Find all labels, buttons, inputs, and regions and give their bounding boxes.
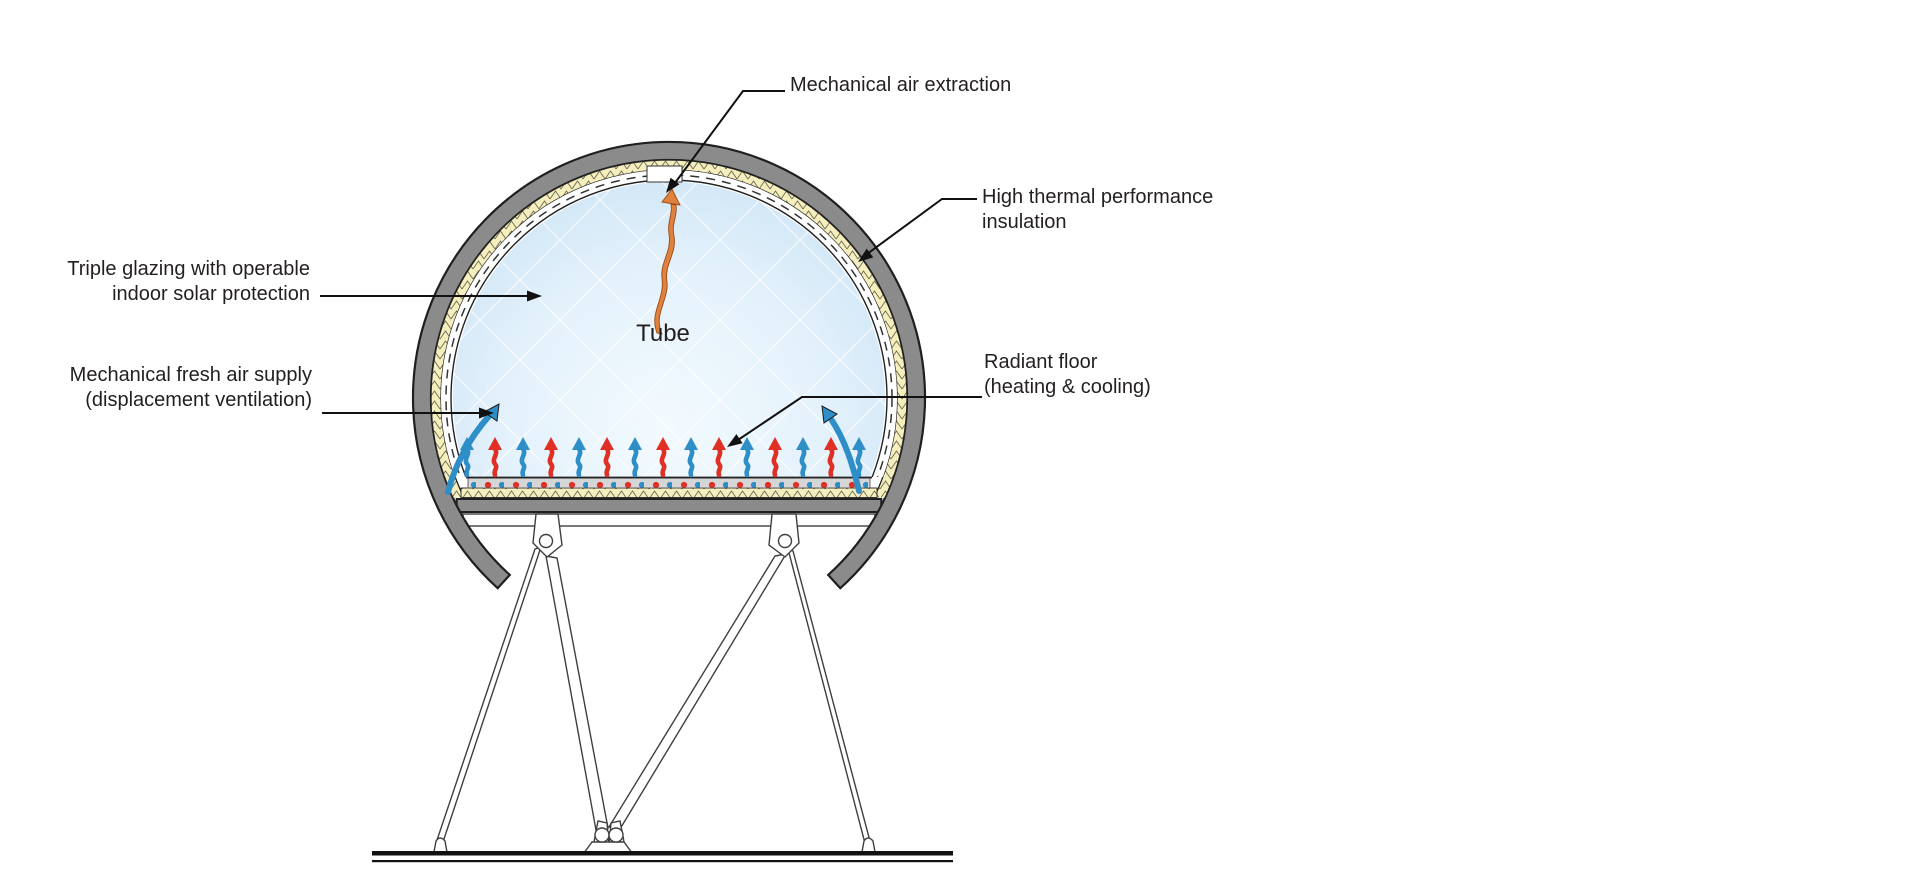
support-structure [372,513,953,863]
leg-inner-right [607,553,788,830]
ground-line [372,851,953,856]
label-fresh-air-line1: Mechanical fresh air supply [70,364,312,386]
leader-radiant-floor [734,396,982,443]
leg-inner-left [545,555,609,831]
pin-right-icon [777,533,793,549]
label-radiant-line2: (heating & cooling) [984,376,1151,398]
radiant-floor-band [467,477,871,489]
leader-insulation [862,198,977,258]
arrowhead-insulation [858,248,874,262]
supply-arrow-left [445,413,492,495]
supply-arrow-right [828,416,862,494]
center-pin-right-icon [608,827,624,843]
extraction-flame [654,203,677,335]
label-tube: Tube [636,320,690,347]
supply-arrowhead-right [821,405,838,424]
tube-shell-group [411,140,927,590]
arrowhead-glazing [527,290,542,302]
label-insulation-line2: insulation [982,211,1067,233]
label-fresh-air-line2: (displacement ventilation) [85,389,312,411]
foot-right [861,837,876,853]
bottom-chord [455,498,883,513]
ground-line-thin [372,860,953,863]
label-glazing-line2: indoor solar protection [112,283,310,305]
pin-left-icon [538,533,554,549]
labels: Mechanical air extraction High thermal p… [67,74,1213,411]
label-glazing-line1: Triple glazing with operable [67,258,310,280]
extraction-arrowhead [661,188,681,206]
arrowhead-radiant-floor [727,434,743,447]
arrowhead-fresh-air [479,407,494,419]
floor-insulation [460,487,878,498]
label-air-extraction: Mechanical air extraction [790,74,1011,96]
label-insulation-line1: High thermal performance [982,186,1213,208]
leader-air-extraction [671,90,785,188]
leg-outer-right [786,547,872,848]
label-radiant-line1: Radiant floor [984,351,1098,373]
deck-beam [462,513,876,527]
radiant-floor-group [460,476,878,498]
arrowhead-air-extraction [666,177,680,193]
center-pin-left-icon [594,827,610,843]
leg-outer-left [435,545,543,846]
extraction-arrow [654,188,681,335]
foot-left [433,837,448,853]
leader-lines [320,90,982,447]
